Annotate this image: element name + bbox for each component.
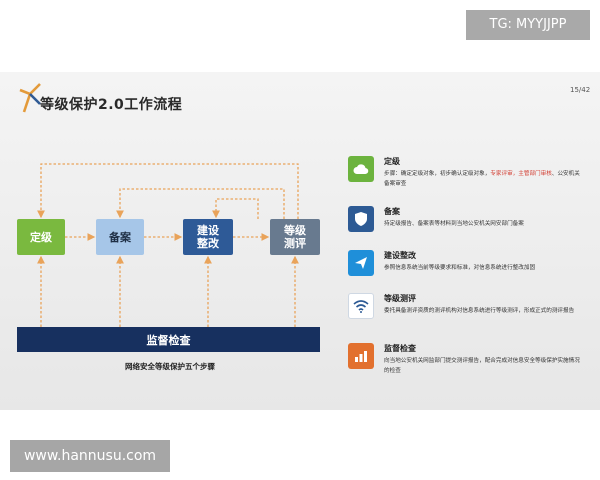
step-desc: 参照信息系统当前等级要求和标准，对信息系统进行整改加固 — [384, 265, 536, 271]
send-icon — [348, 250, 374, 276]
step-title: 等级测评 — [384, 294, 416, 303]
diagram-caption: 网络安全等级保护五个步骤 — [125, 362, 215, 371]
step-desc: 步骤：确定定级对象，初步确认定级对象，专家评审，主管部门审核、公安机关备案审查 — [384, 171, 580, 187]
star-logo-icon — [19, 83, 41, 113]
node-grading: 定级 — [17, 219, 65, 255]
shield-icon — [348, 206, 374, 232]
slide-title: 等级保护2.0工作流程 — [40, 97, 183, 113]
node-filing: 备案 — [96, 219, 144, 255]
step-title: 监督检查 — [384, 344, 416, 353]
supervision-bar: 监督检查 — [17, 327, 320, 352]
step-desc: 向当地公安机关网监部门提交测评报告，配合完成对信息安全等级保护实施情况的检查 — [384, 358, 580, 374]
flow-arrows — [37, 163, 299, 327]
slide: 等级保护2.0工作流程 15/42 定级 备案 建设 整改 等级 测评 监督检查… — [0, 72, 600, 410]
node-construction: 建设 整改 — [183, 219, 233, 255]
step-title: 备案 — [384, 207, 400, 216]
step-desc: 持定级报告、备案表等材料到当地公安机关网安部门备案 — [384, 221, 524, 227]
page-number: 15/42 — [570, 86, 591, 94]
node-evaluation: 等级 测评 — [270, 219, 320, 255]
cloud-icon — [348, 156, 374, 182]
step-title: 定级 — [384, 157, 400, 166]
chart-icon — [348, 343, 374, 369]
watermark-site: www.hannusu.com — [10, 440, 170, 472]
wifi-icon — [348, 293, 374, 319]
watermark-tg: TG: MYYJJPP — [466, 10, 590, 40]
step-desc: 委托具备测评资质的测评机构对信息系统进行等级测评，形成正式的测评报告 — [384, 308, 575, 314]
step-title: 建设整改 — [384, 251, 416, 260]
